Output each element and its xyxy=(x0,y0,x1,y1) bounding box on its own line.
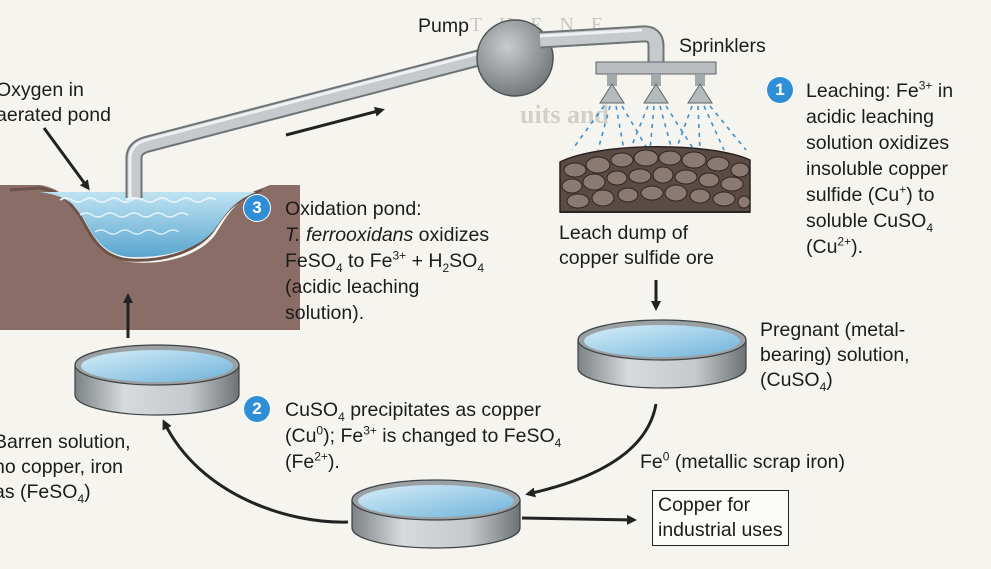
barren-line-3: as (FeSO4) xyxy=(0,481,91,506)
tank-to-copper-arrow xyxy=(521,514,637,525)
leach-dump xyxy=(559,146,751,213)
step-1-badge: 1 xyxy=(767,77,793,103)
oxygen-pointer-arrow xyxy=(42,127,90,191)
barren-solution-label: Barren solution, no copper, iron as (FeS… xyxy=(0,430,131,505)
pump-direction-arrow xyxy=(285,106,385,137)
step-1-text: Leaching: Fe3+ in acidic leaching soluti… xyxy=(806,78,953,260)
step-3-badge: 3 xyxy=(244,195,270,221)
oxygen-pond-line-1: Oxygen in xyxy=(0,79,84,101)
flow-arrows xyxy=(42,106,661,525)
copper-uses-line-2: industrial uses xyxy=(658,519,783,541)
pregnant-solution-label: Pregnant (metal- bearing) solution, (CuS… xyxy=(760,318,910,393)
step-1-line-5: sulfide (Cu+) to xyxy=(806,182,935,207)
precipitation-to-barren-arrow xyxy=(162,419,349,524)
copper-uses-line-1: Copper for xyxy=(658,494,751,516)
step-2-text: CuSO4 precipitates as copper (Cu0); Fe3+… xyxy=(285,397,561,475)
barren-solution-tank xyxy=(74,344,240,416)
step-3-text: Oxidation pond: T. ferrooxidans oxidizes… xyxy=(285,196,489,326)
bg-header-tail: uits and xyxy=(520,100,609,129)
oxidation-pond xyxy=(0,185,300,330)
pregnant-line-3: (CuSO4) xyxy=(760,369,833,394)
step-3-line-2: T. ferrooxidans oxidizes xyxy=(285,224,490,246)
barren-line-1: Barren solution, xyxy=(0,431,131,453)
oxygen-pond-label: Oxygen in aerated pond xyxy=(0,78,111,128)
step-3-line-4: (acidic leaching xyxy=(285,276,420,298)
step-1-line-2: acidic leaching xyxy=(806,106,934,128)
scrap-iron-label: Fe0 (metallic scrap iron) xyxy=(640,449,845,474)
sprinklers-label: Sprinklers xyxy=(679,35,766,57)
pump xyxy=(476,19,554,97)
pregnant-line-2: bearing) solution, xyxy=(760,344,910,366)
oxygen-pond-line-2: aerated pond xyxy=(0,104,111,126)
step-1-line-7: (Cu2+). xyxy=(806,234,864,259)
copper-uses-box: Copper for industrial uses xyxy=(652,490,789,546)
step-3-line-5: solution). xyxy=(285,302,365,324)
step-1-line-6: soluble CuSO4 xyxy=(806,210,934,235)
pregnant-to-precipitation-arrow xyxy=(525,403,658,498)
leach-dump-line-1: Leach dump of xyxy=(559,222,689,244)
step-2-line-2: (Cu0); Fe3+ is changed to FeSO4 xyxy=(285,423,562,450)
step-2-badge: 2 xyxy=(244,396,270,422)
pregnant-line-1: Pregnant (metal- xyxy=(760,319,906,341)
precipitation-tank xyxy=(351,479,521,549)
leach-dump-label: Leach dump of copper sulfide ore xyxy=(559,221,714,271)
step-2-line-3: (Fe2+). xyxy=(285,449,340,474)
barren-line-2: no copper, iron xyxy=(0,456,124,478)
pump-label: Pump xyxy=(418,15,469,37)
step-1-line-3: solution oxidizes xyxy=(806,132,950,154)
sprinklers xyxy=(571,61,747,151)
supply-pipe xyxy=(539,25,665,62)
step-2-line-1: CuSO4 precipitates as copper xyxy=(285,399,541,424)
step-1-line-4: insoluble copper xyxy=(806,158,949,180)
step-3-line-3: FeSO4 to Fe3+ + H2SO4 xyxy=(285,248,485,275)
step-1-line-1: Leaching: Fe3+ in xyxy=(806,78,954,103)
return-pipe xyxy=(125,46,493,201)
pregnant-solution-tank xyxy=(577,319,747,389)
leach-dump-line-2: copper sulfide ore xyxy=(559,247,715,269)
step-3-line-1: Oxidation pond: xyxy=(285,198,422,220)
